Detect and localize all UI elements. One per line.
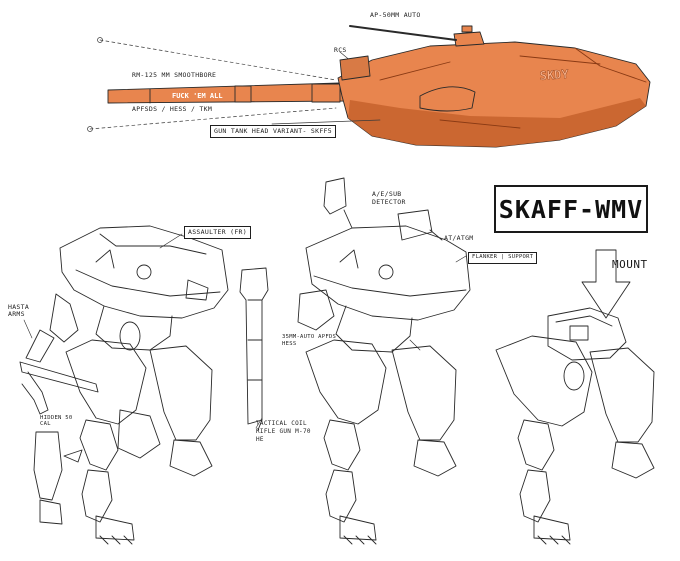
detector-label: A/E/SUB DETECTOR xyxy=(372,190,406,207)
barrel-marking: FUCK 'EM ALL xyxy=(172,92,223,100)
autocannon-label: AP-50MM AUTO xyxy=(370,11,421,19)
main-gun-barrel xyxy=(107,82,346,104)
sheet-title: SKAFF-WMV xyxy=(498,194,644,224)
tank-hull xyxy=(337,41,651,148)
ammo-label: APFSDS / HESS / TKM xyxy=(132,105,213,113)
mount-robot xyxy=(495,249,655,545)
assaulter-role-label: ASSAULTER (FR) xyxy=(184,226,251,239)
arms-label: HASTA ARMS xyxy=(8,303,30,318)
rcs-label: RCS xyxy=(334,46,347,54)
tactical-rifle-label: TACTICAL COIL RIFLE GUN M-70 HE xyxy=(256,420,311,443)
main-gun-label: RM-125 MM SMOOTHBORE xyxy=(132,71,217,79)
flanker-robot xyxy=(297,177,471,545)
tank-head-illustration: SKDY FUCK 'EM ALL xyxy=(87,25,651,148)
mount-label: MOUNT xyxy=(612,258,648,271)
flanker-role-label: FLANKER | SUPPORT xyxy=(468,252,538,264)
assaulter-leader-lines xyxy=(23,233,263,429)
hidden-gun-label: HIDDEN 50 CAL xyxy=(40,415,73,427)
atgm-label: AT/ATGM xyxy=(444,234,474,242)
title-box: SKAFF-WMV xyxy=(494,185,648,233)
assaulter-robot xyxy=(19,225,269,545)
flanker-auto-label: 35MM-AUTO APFDS HESS xyxy=(282,334,337,348)
autocannon xyxy=(349,25,485,47)
hull-marking: SKDY xyxy=(539,67,570,83)
flanker-leader-lines xyxy=(409,255,467,351)
variant-label: GUN TANK HEAD VARIANT- SKFF5 xyxy=(210,125,336,138)
